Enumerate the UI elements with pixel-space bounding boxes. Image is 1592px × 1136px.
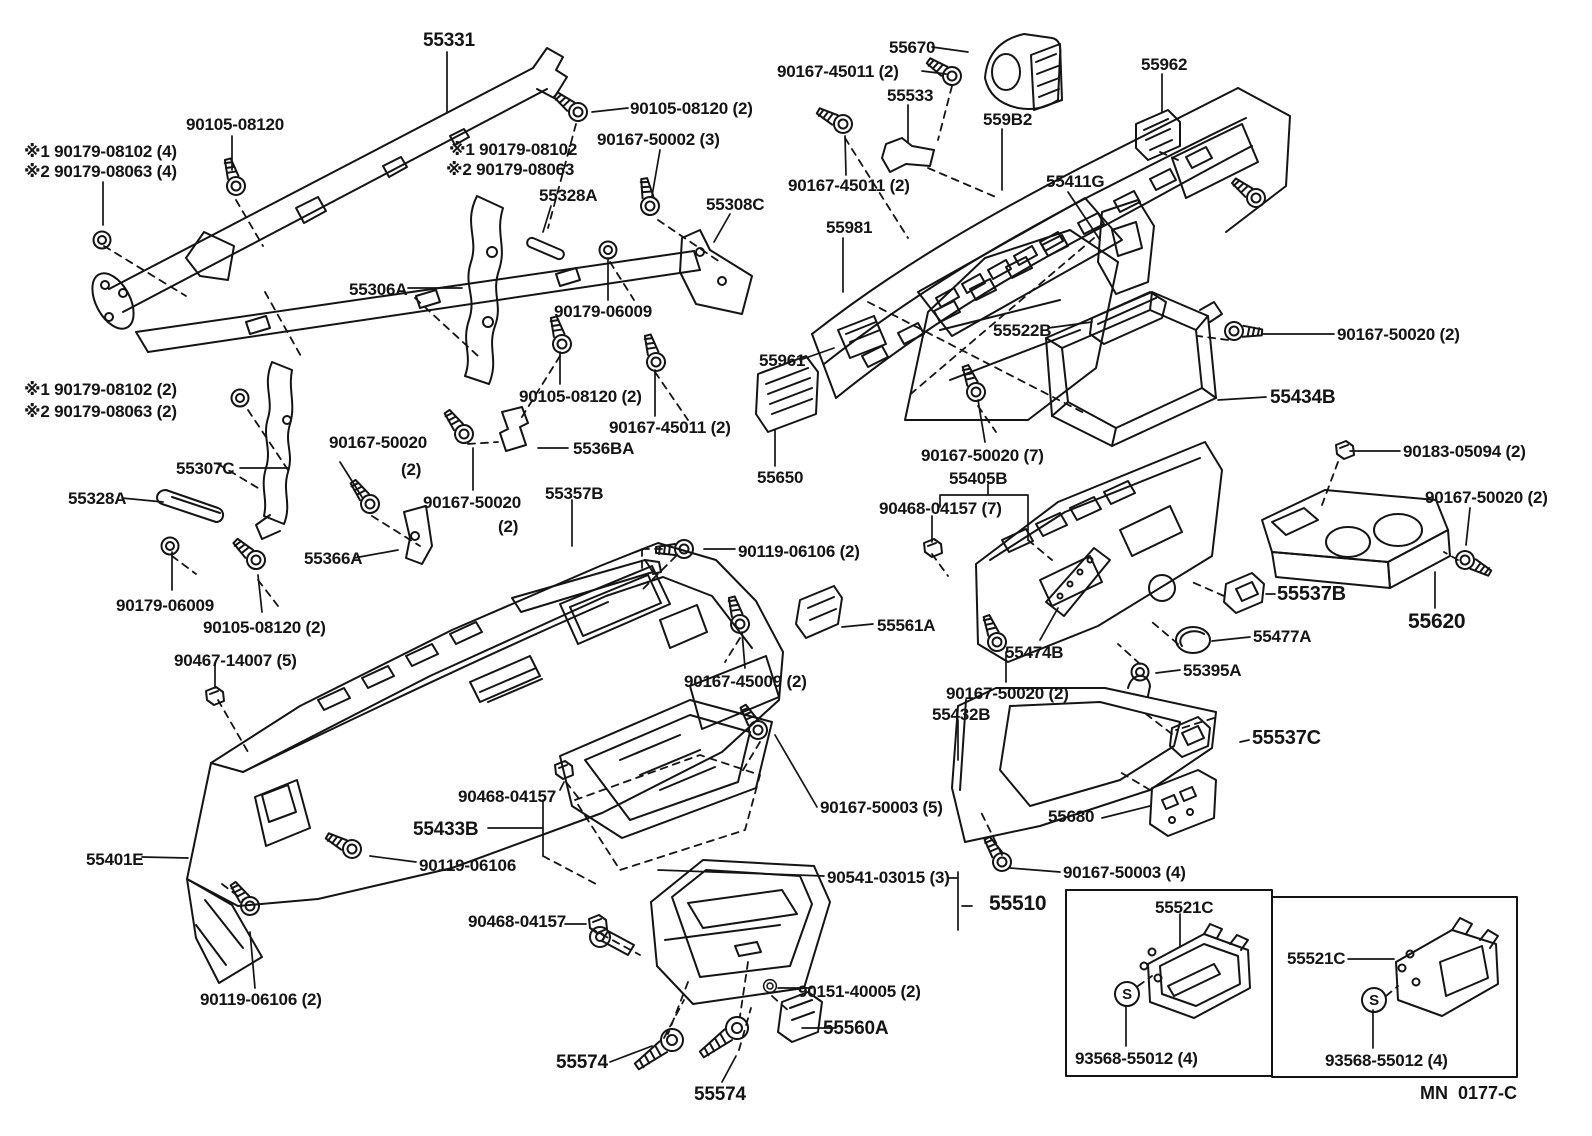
part-number-label: 55560A <box>823 1018 889 1039</box>
part-number-label: 90151-40005 (2) <box>798 982 921 1001</box>
part-number-label: 90167-45011 (2) <box>788 176 910 195</box>
part-number-label: 90167-50002 (3) <box>597 130 720 149</box>
part-number-label: 90119-06106 <box>419 856 517 875</box>
lower-panel-55432B-sketch <box>951 572 1265 843</box>
inset-detail-boxes <box>1065 889 1518 1078</box>
part-number-label: 55328A <box>68 489 127 508</box>
part-number-label: 55521C <box>1287 949 1346 968</box>
part-number-label: 90167-45011 (2) <box>609 418 731 437</box>
defroster-panel-sketch <box>755 87 1291 433</box>
part-number-label: 55680 <box>1048 807 1095 826</box>
part-number-label: ※2 90179-08063 <box>446 160 575 179</box>
part-number-label: 55433B <box>413 819 479 840</box>
vent-duct-55670-sketch <box>984 33 1063 111</box>
part-number-label: 55620 <box>1408 610 1466 633</box>
part-number-label: 559B2 <box>983 110 1033 129</box>
part-number-label: 55331 <box>423 30 475 51</box>
part-number-label: 55510 <box>989 892 1047 915</box>
part-number-label: 90167-45011 (2) <box>777 62 899 81</box>
glove-box-55510-sketch <box>589 859 831 1043</box>
part-number-label: 55411G <box>1046 172 1105 191</box>
part-number-label: 90119-06106 (2) <box>738 542 860 561</box>
standard-part-symbol: S <box>1114 981 1140 1007</box>
part-number-label: 90468-04157 <box>458 787 557 806</box>
part-number-label: 55357B <box>545 484 604 503</box>
part-number-label: 90167-50003 (5) <box>820 798 943 817</box>
part-number-label: 55522B <box>993 321 1052 340</box>
part-number-label: 90167-50020 <box>329 433 428 452</box>
part-number-label: 90167-50020 (7) <box>921 446 1044 465</box>
part-number-label: ※1 90179-08102 <box>449 140 578 159</box>
reference-dashed-lines <box>103 85 1459 1051</box>
part-number-label: ※2 90179-08063 (4) <box>24 162 177 181</box>
part-number-label: 55650 <box>757 468 804 487</box>
part-number-label: 55328A <box>539 186 598 205</box>
part-number-label: 55533 <box>887 86 934 105</box>
part-number-label: 5536BA <box>573 439 635 458</box>
part-number-label: ※2 90179-08063 (2) <box>24 402 177 421</box>
leader-lines <box>102 46 1471 1083</box>
part-number-label: 55670 <box>889 38 936 57</box>
part-number-label: 90105-08120 (2) <box>203 618 326 637</box>
part-number-label: 90105-08120 <box>186 115 285 134</box>
part-number-label: 55521C <box>1155 898 1214 917</box>
part-number-label: 55434B <box>1270 387 1336 408</box>
standard-part-symbol: S <box>1361 987 1387 1013</box>
part-number-label: 55308C <box>706 195 765 214</box>
part-number-label: 55961 <box>759 351 806 370</box>
part-number-label: 55537B <box>1277 583 1346 605</box>
part-number-label: 55395A <box>1183 661 1242 680</box>
part-number-label: 55405B <box>949 469 1008 488</box>
part-number-label: 55574 <box>694 1084 746 1105</box>
part-number-label: 93568-55012 (4) <box>1325 1051 1448 1070</box>
part-number-label: 90468-04157 <box>468 912 567 931</box>
part-number-label: 55537C <box>1252 727 1321 749</box>
part-number-label: 90167-50020 <box>423 493 522 512</box>
part-number-label: 90119-06106 (2) <box>200 990 322 1009</box>
part-number-label: (2) <box>401 460 422 479</box>
part-number-label: 55401E <box>86 850 144 869</box>
part-number-label: 90167-50003 (4) <box>1063 863 1186 882</box>
part-number-label: 90167-50020 (2) <box>1337 325 1460 344</box>
part-number-label: ※1 90179-08102 (2) <box>24 380 177 399</box>
part-number-label: 90105-08120 (2) <box>630 99 753 118</box>
part-number-label: 55962 <box>1141 55 1188 74</box>
console-tray-55620-sketch <box>1261 489 1451 589</box>
part-number-label: 90183-05094 (2) <box>1403 442 1526 461</box>
part-number-label: 90541-03015 (3) <box>827 868 950 887</box>
part-number-label: 90167-50020 (2) <box>946 684 1069 703</box>
part-number-label: 90467-14007 (5) <box>174 651 297 670</box>
diagram-reference-code: MN 0177-C <box>1420 1083 1518 1103</box>
part-number-label: ※1 90179-08102 (4) <box>24 142 177 161</box>
part-number-label: 55307C <box>176 459 235 478</box>
reinforcement-bar-55331-sketch <box>91 47 701 353</box>
center-cluster-55405B-sketch <box>795 291 1223 663</box>
part-number-label: 55477A <box>1253 627 1312 646</box>
part-number-label: 90167-45009 (2) <box>684 672 807 691</box>
instrument-panel-55401E-sketch <box>186 542 784 984</box>
part-number-label: 90179-06009 <box>554 302 653 321</box>
part-number-label: 93568-55012 (4) <box>1075 1049 1198 1068</box>
part-number-label: 90167-50020 (2) <box>1425 488 1548 507</box>
part-number-label: 55981 <box>826 218 873 237</box>
part-number-label: 55366A <box>304 549 363 568</box>
brackets-upper-left-sketch <box>156 137 935 565</box>
part-number-label: 55474B <box>1005 643 1064 662</box>
part-number-label: 55306A <box>349 280 408 299</box>
part-number-label: 55432B <box>932 705 991 724</box>
part-number-label: 90179-06009 <box>116 596 215 615</box>
part-number-label: (2) <box>498 517 519 536</box>
part-number-label: 55561A <box>877 616 936 635</box>
part-number-label: 55574 <box>556 1052 608 1073</box>
part-number-label: 90105-08120 (2) <box>519 387 642 406</box>
part-number-label: 90468-04157 (7) <box>879 499 1002 518</box>
